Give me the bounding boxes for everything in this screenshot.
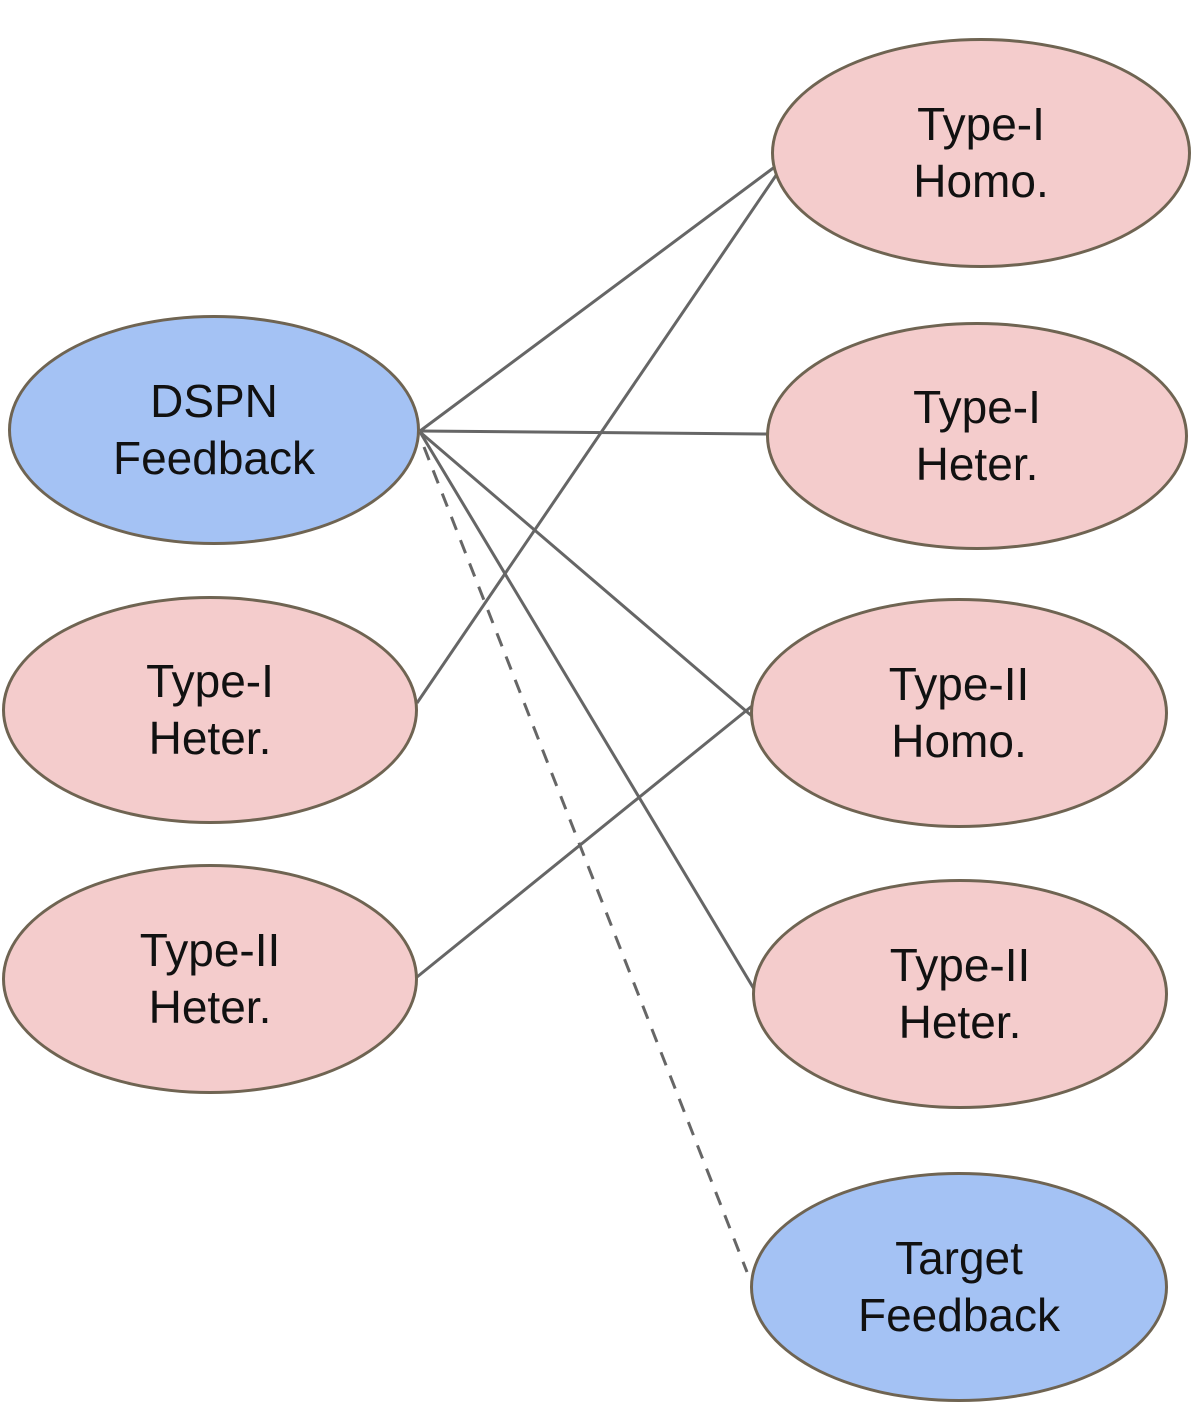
node-label-line: Heter. bbox=[915, 438, 1039, 490]
node-label-line: Heter. bbox=[148, 712, 272, 764]
node-label-line: Type-I bbox=[913, 380, 1041, 433]
node-label-line: Target bbox=[895, 1231, 1023, 1284]
edge-dspn-feedback-to-type1-homo bbox=[419, 164, 777, 433]
node-label-line: Homo. bbox=[891, 715, 1027, 767]
node-label-line: DSPN bbox=[150, 374, 278, 427]
node-label-line: Heter. bbox=[148, 981, 272, 1033]
edge-dspn-feedback-to-type2-homo bbox=[419, 430, 754, 719]
node-label-line: Type-II bbox=[139, 923, 281, 976]
edge-type1-heter-left-to-type1-homo bbox=[415, 170, 781, 704]
node-label-line: Type-I bbox=[917, 97, 1045, 150]
edge-dspn-feedback-to-type1-heter-right bbox=[419, 429, 769, 436]
node-label-line: Type-I bbox=[146, 654, 274, 707]
node-label-line: Feedback bbox=[857, 1289, 1060, 1341]
node-label-line: Type-II bbox=[889, 938, 1031, 991]
edge-type2-heter-left-to-type2-homo bbox=[416, 704, 753, 979]
edge-dspn-feedback-to-target-feedback bbox=[422, 446, 749, 1273]
edge-dspn-feedback-to-type2-heter-right bbox=[418, 431, 756, 990]
node-label-line: Heter. bbox=[898, 996, 1022, 1048]
node-label-line: Homo. bbox=[913, 155, 1049, 207]
node-label-line: Type-II bbox=[888, 657, 1030, 710]
node-label-line: Feedback bbox=[112, 432, 315, 484]
